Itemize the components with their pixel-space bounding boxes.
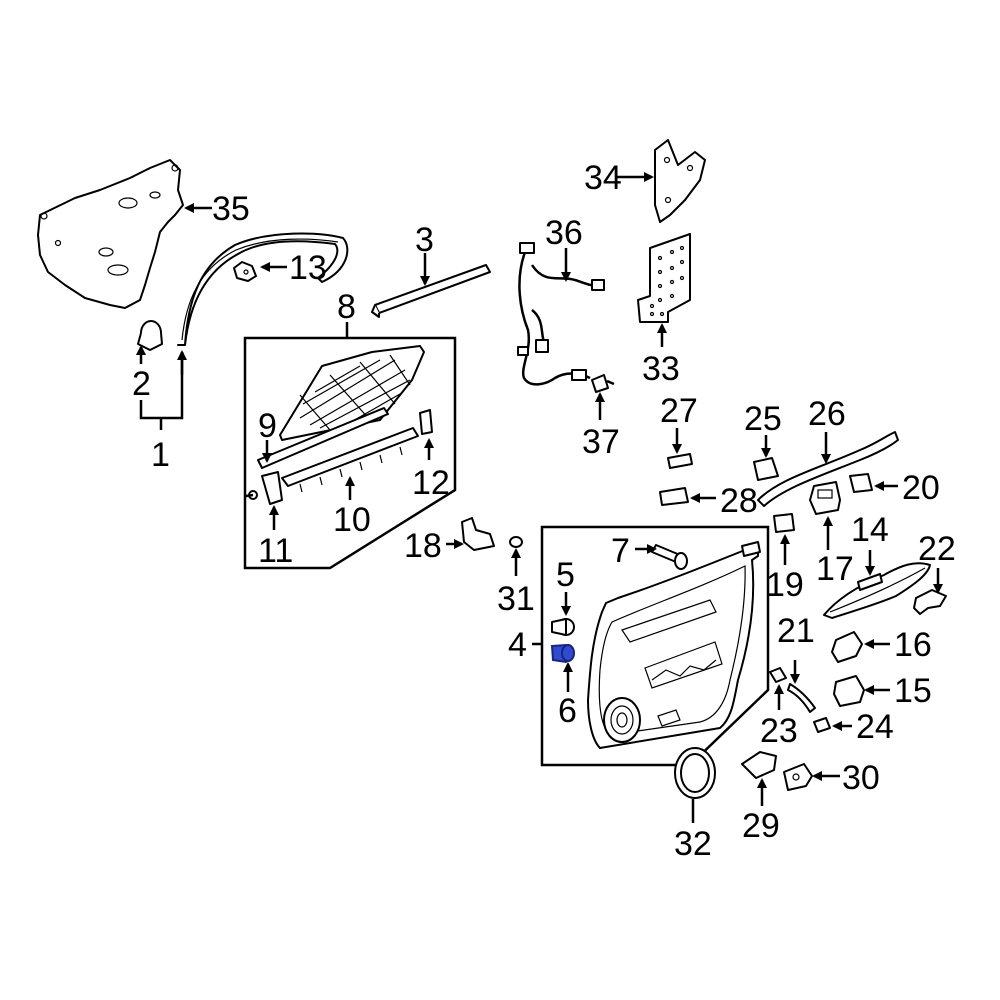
part-16-bracket xyxy=(831,631,863,663)
part-20-lamp xyxy=(849,473,873,493)
part-33-pad xyxy=(637,233,691,323)
callout-15: 15 xyxy=(894,672,932,710)
callout-1: 1 xyxy=(151,436,170,474)
callout-28: 28 xyxy=(720,482,758,520)
part-25-cap xyxy=(753,457,779,481)
part-15-cup xyxy=(833,675,865,707)
group-box-8 xyxy=(243,336,457,570)
part-18-bracket xyxy=(461,517,495,551)
callout-17: 17 xyxy=(816,550,854,588)
callout-14: 14 xyxy=(851,511,889,549)
callout-33: 33 xyxy=(642,350,680,388)
part-32-ring xyxy=(674,747,716,799)
part-31-plug xyxy=(509,536,523,548)
callout-10: 10 xyxy=(333,501,371,539)
callout-22: 22 xyxy=(918,530,956,568)
part-5-bolt xyxy=(551,618,575,636)
callout-31: 31 xyxy=(497,580,535,618)
part-29-handle xyxy=(741,751,777,779)
callout-27: 27 xyxy=(660,392,698,430)
part-37-bulb xyxy=(591,374,615,393)
part-1-sash-strip xyxy=(177,232,349,346)
callout-19: 19 xyxy=(766,566,804,604)
part-17-switch xyxy=(809,481,841,515)
part-4-door-panel xyxy=(587,541,761,749)
part-14-armrest xyxy=(823,562,931,619)
part-22-bracket xyxy=(913,589,947,615)
callout-2: 2 xyxy=(132,365,151,403)
callout-23: 23 xyxy=(760,712,798,750)
callout-13: 13 xyxy=(289,249,327,287)
callout-25: 25 xyxy=(744,400,782,438)
callout-3: 3 xyxy=(415,221,434,259)
part-3-molding xyxy=(371,264,491,318)
part-19-switch xyxy=(773,513,795,533)
part-36-harness xyxy=(517,242,605,386)
callout-36: 36 xyxy=(545,214,583,252)
callout-34: 34 xyxy=(584,159,622,197)
part-35-panel xyxy=(37,159,184,309)
part-34-bracket xyxy=(654,139,706,223)
part-13-clip xyxy=(233,261,257,282)
part-24-plug xyxy=(813,717,831,733)
callout-5: 5 xyxy=(556,556,575,594)
part-10-strip xyxy=(281,427,419,493)
callout-37: 37 xyxy=(582,423,620,461)
callout-16: 16 xyxy=(894,626,932,664)
part-7-screw xyxy=(651,544,688,570)
callout-8: 8 xyxy=(337,288,356,326)
callout-32: 32 xyxy=(674,825,712,863)
callout-6: 6 xyxy=(558,692,577,730)
callout-7: 7 xyxy=(611,532,630,570)
group-box-4 xyxy=(540,525,770,767)
callout-21: 21 xyxy=(777,612,815,650)
callout-12: 12 xyxy=(412,464,450,502)
part-6-clip-highlighted xyxy=(550,643,575,664)
callout-24: 24 xyxy=(856,708,894,746)
part-1-sash-inner xyxy=(181,238,339,341)
callout-9: 9 xyxy=(258,407,277,445)
part-12-clip xyxy=(419,409,433,435)
part-8-glass xyxy=(279,345,425,441)
callout-20: 20 xyxy=(902,469,940,507)
part-11-clip xyxy=(245,471,283,505)
callout-30: 30 xyxy=(842,759,880,797)
callout-4: 4 xyxy=(508,626,527,664)
part-30-switch xyxy=(783,763,813,791)
part-21-handle xyxy=(787,683,816,713)
part-26-trim xyxy=(757,431,899,507)
part-27-cap xyxy=(667,453,693,469)
callout-29: 29 xyxy=(742,807,780,845)
part-23-cap xyxy=(769,667,787,683)
callout-11: 11 xyxy=(258,532,293,570)
callout-26: 26 xyxy=(808,395,846,433)
part-2-grommet xyxy=(137,320,163,351)
part-28-clip xyxy=(659,487,689,506)
callout-35: 35 xyxy=(212,190,250,228)
callout-18: 18 xyxy=(404,527,442,565)
part-9-strip xyxy=(257,407,389,469)
